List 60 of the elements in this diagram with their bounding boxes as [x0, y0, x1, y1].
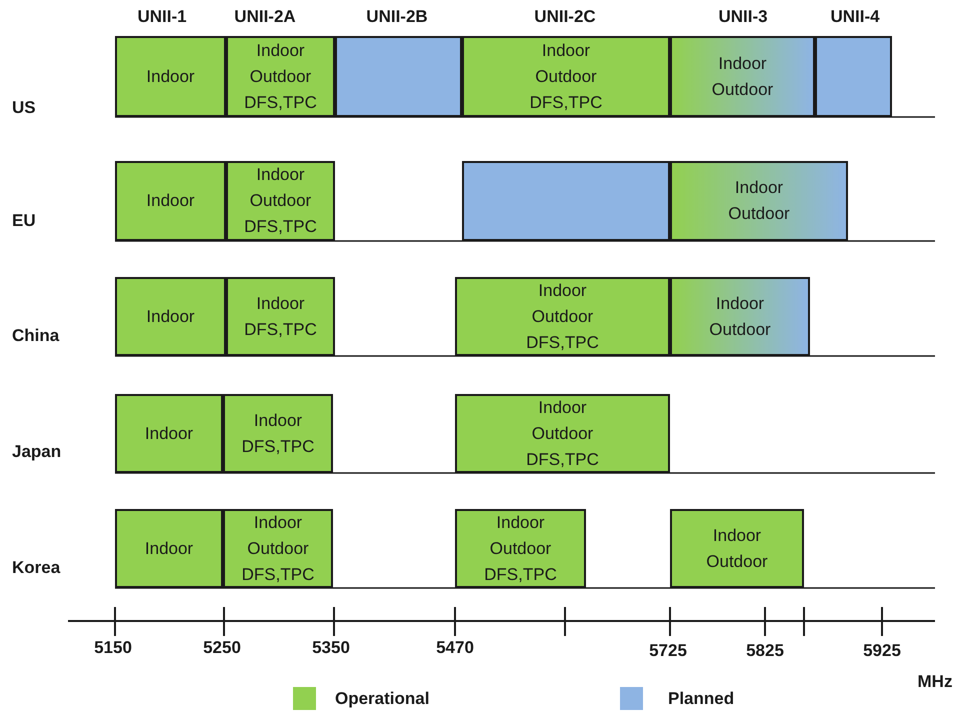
usage-text: Indoor Outdoor DFS,TPC [528, 40, 604, 114]
tick-label: 5825 [746, 641, 784, 661]
band-box [115, 161, 226, 241]
band-box [670, 277, 810, 356]
band-name: UNII-2A [234, 7, 296, 27]
band-box [226, 36, 335, 117]
band-box [815, 36, 892, 117]
band-box [670, 36, 815, 117]
band-name: UNII-4 [830, 7, 880, 27]
band-box [462, 36, 670, 117]
usage-text: Indoor Outdoor DFS,TPC [243, 164, 318, 238]
usage-text: Indoor [144, 538, 194, 560]
usage-text: Indoor Outdoor [705, 524, 769, 572]
band-box [226, 161, 335, 241]
unit-label: MHz [918, 672, 952, 692]
tick-label: 5150 [94, 638, 132, 658]
usage-text: Indoor Outdoor [708, 292, 772, 340]
band-box [462, 161, 670, 241]
band-name: UNII-2C [534, 7, 596, 27]
band-box [115, 36, 226, 117]
band-box [115, 509, 223, 588]
band-box [455, 509, 586, 588]
band-box [223, 394, 333, 473]
region-name: Korea [12, 558, 60, 578]
band-box [670, 161, 848, 241]
usage-text: Indoor [146, 66, 195, 88]
usage-text: Indoor Outdoor DFS,TPC [525, 396, 600, 470]
region-name: Japan [12, 442, 62, 462]
legend-label: Planned [668, 689, 734, 709]
region-name: EU [12, 211, 36, 231]
band-box [226, 277, 335, 356]
usage-text: Indoor Outdoor [710, 52, 774, 100]
usage-text: Indoor [144, 422, 194, 444]
band-name: UNII-2B [366, 7, 428, 27]
band-box [455, 277, 670, 356]
usage-text: Indoor [146, 190, 195, 212]
band-name: UNII-3 [718, 7, 768, 27]
band-box [335, 36, 462, 117]
region-name: China [12, 326, 60, 346]
usage-text: Indoor [146, 306, 195, 328]
usage-text: Indoor Outdoor [727, 177, 791, 225]
usage-text: Indoor Outdoor DFS,TPC [240, 512, 316, 586]
band-box [115, 277, 226, 356]
usage-text: Indoor Outdoor DFS,TPC [243, 40, 318, 114]
band-box [115, 394, 223, 473]
usage-text: Indoor DFS,TPC [243, 292, 318, 340]
band-box [455, 394, 670, 473]
tick-label: 5725 [649, 641, 687, 661]
usage-text: Indoor Outdoor DFS,TPC [525, 280, 600, 354]
tick-label: 5925 [863, 641, 901, 661]
band-box [223, 509, 333, 588]
tick-label: 5350 [312, 638, 350, 658]
tick-label: 5470 [436, 638, 474, 658]
usage-text: Indoor Outdoor DFS,TPC [483, 512, 558, 586]
region-name: US [12, 98, 36, 118]
tick-label: 5250 [203, 638, 241, 658]
band-name: UNII-1 [137, 7, 187, 27]
band-box [670, 509, 804, 588]
legend-label: Operational [335, 689, 430, 709]
usage-text: Indoor DFS,TPC [240, 410, 316, 458]
